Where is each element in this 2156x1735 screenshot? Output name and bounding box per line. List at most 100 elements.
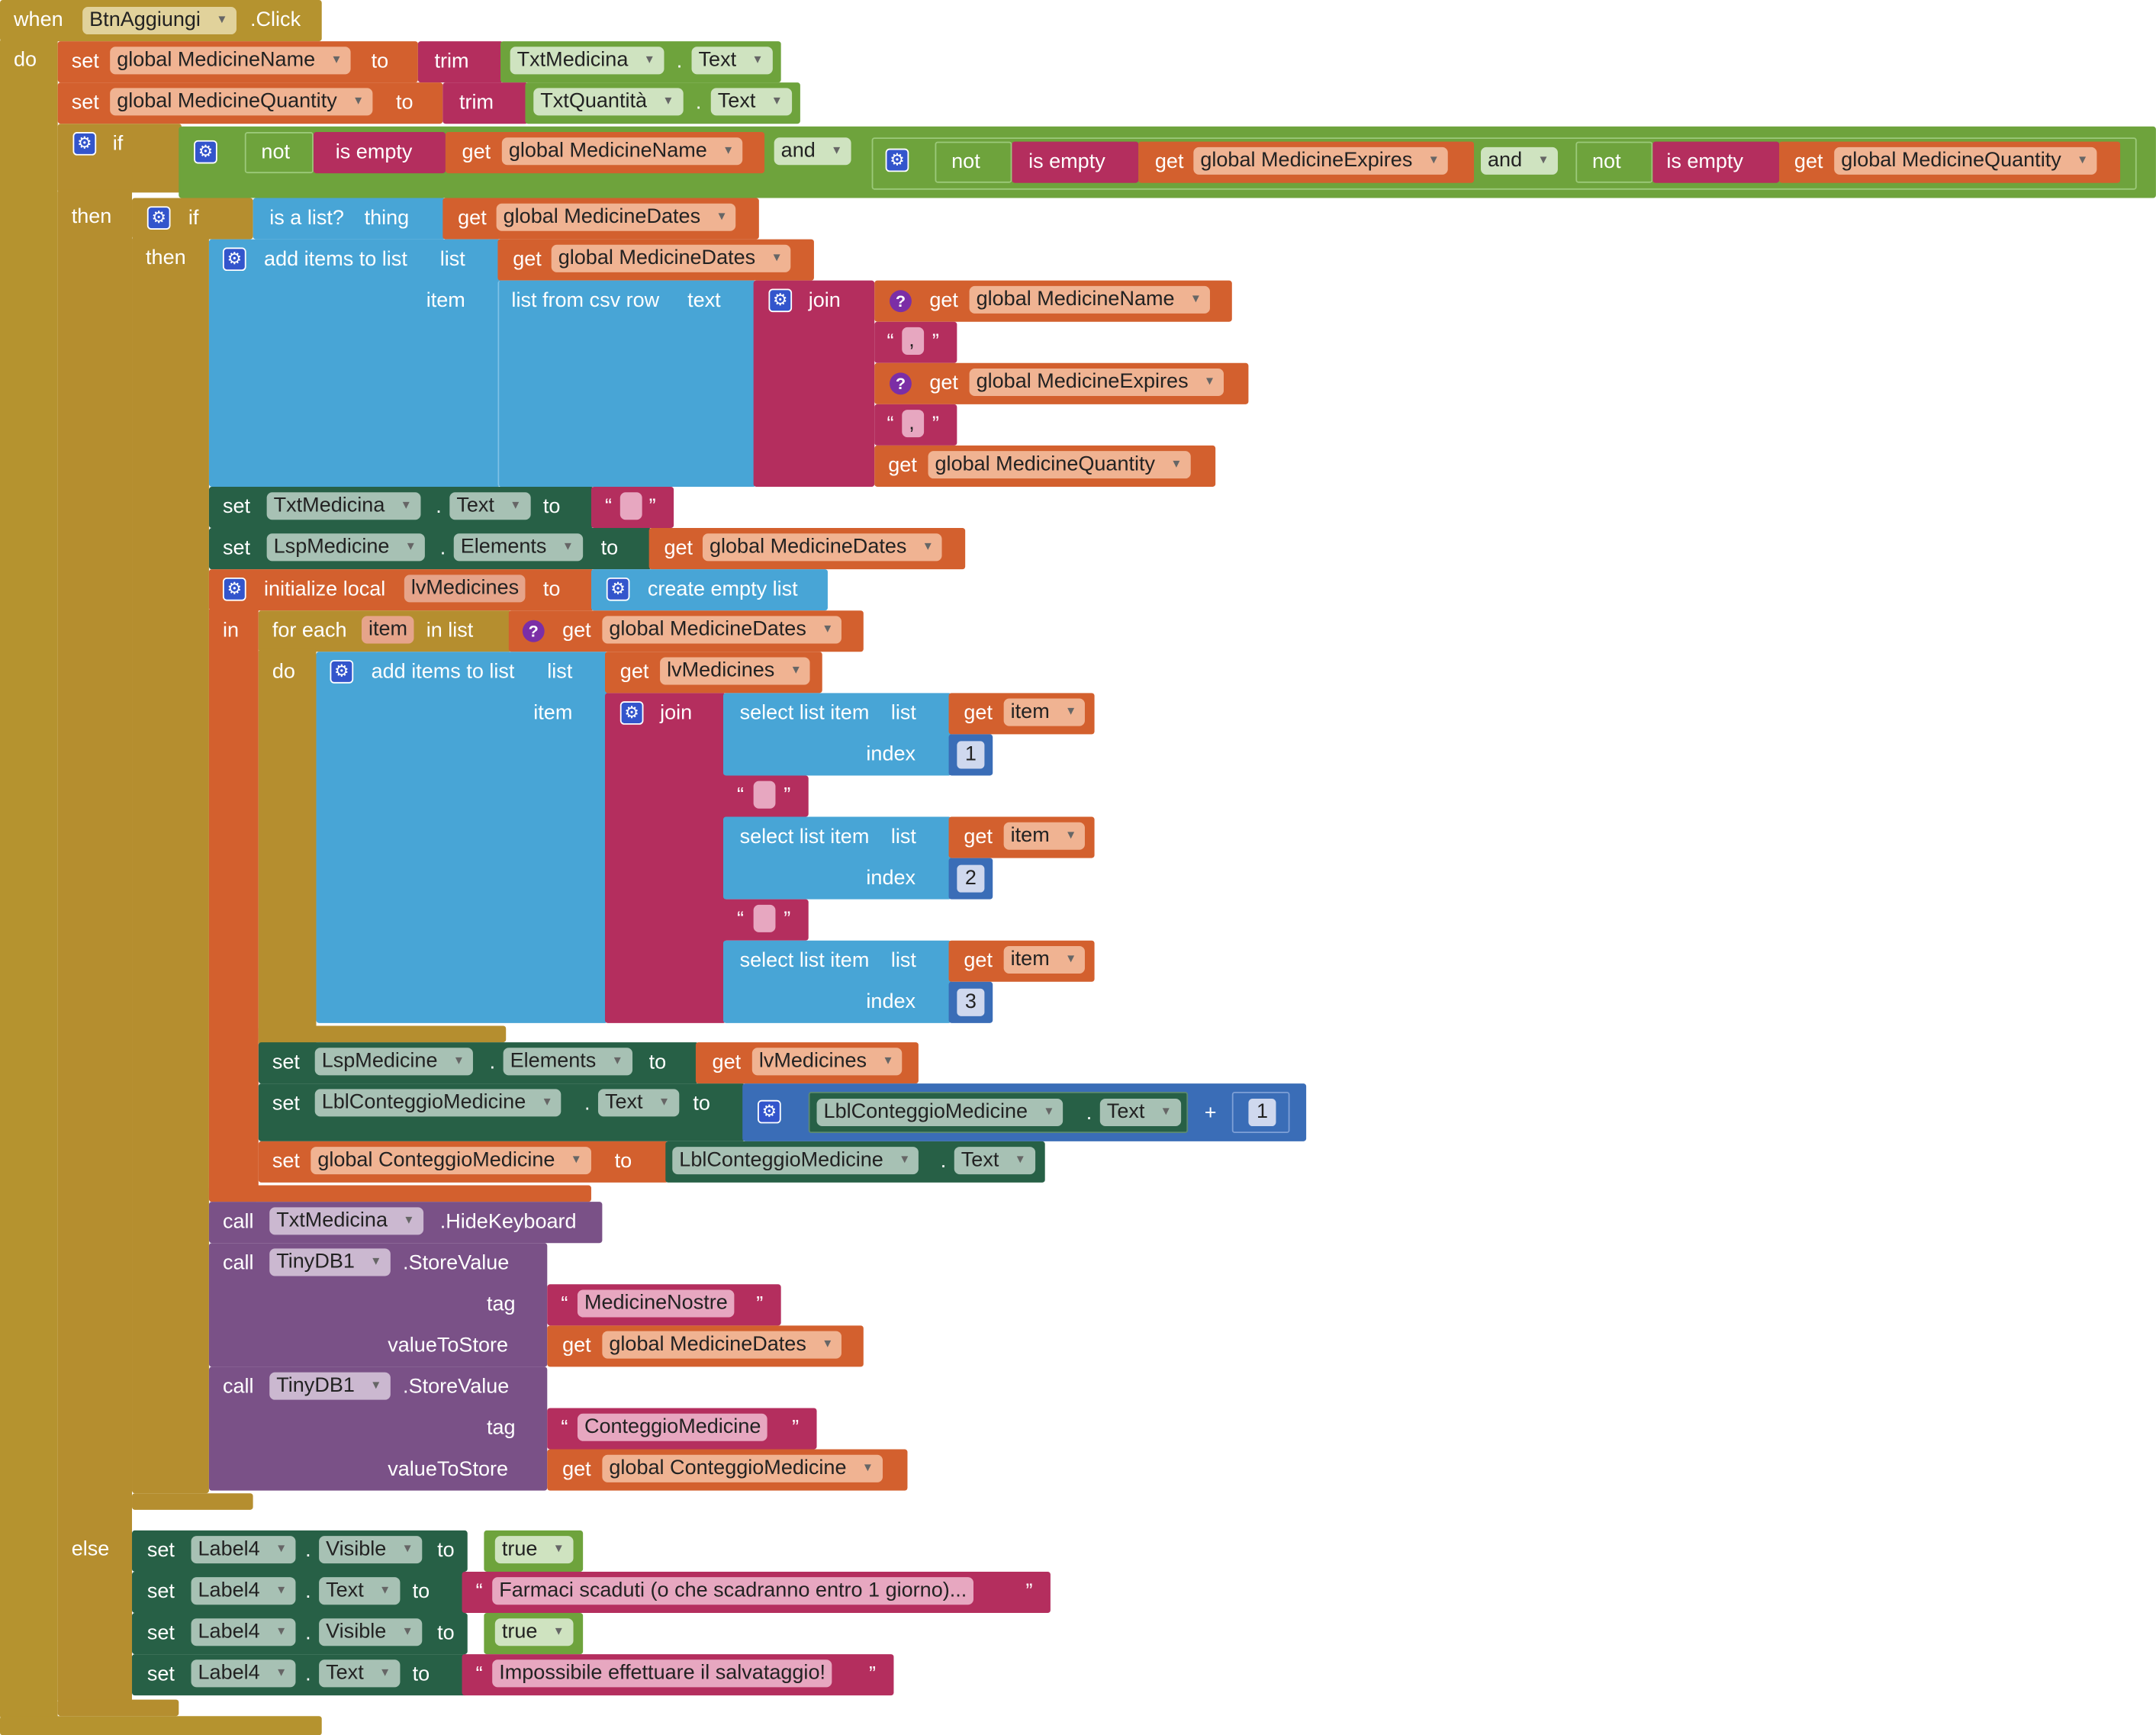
var-dropdown-conteggio[interactable]: global ConteggioMedicine xyxy=(602,1454,883,1482)
mutator-gear-icon[interactable] xyxy=(194,140,217,164)
var-dropdown-medicine-dates[interactable]: global MedicineDates xyxy=(551,244,792,272)
not-block[interactable] xyxy=(1575,141,1653,183)
set-label4-text-block[interactable] xyxy=(132,1571,468,1614)
component-dropdown-label4[interactable]: Label4 xyxy=(191,1577,296,1605)
trim-block[interactable] xyxy=(442,82,529,124)
mutator-gear-icon[interactable] xyxy=(72,132,97,156)
component-dropdown-lspmedicine[interactable]: LspMedicine xyxy=(314,1048,474,1076)
prop-dropdown-elements[interactable]: Elements xyxy=(503,1048,632,1076)
var-dropdown-lvmedicines[interactable]: lvMedicines xyxy=(751,1048,903,1076)
var-dropdown-medicine-quantity[interactable]: global MedicineQuantity xyxy=(1834,146,2097,175)
operator-dropdown-and[interactable]: and xyxy=(774,137,851,166)
var-dropdown-medicine-dates[interactable]: global MedicineDates xyxy=(496,203,736,231)
is-empty-block[interactable] xyxy=(1012,141,1139,183)
select-list-item-block[interactable] xyxy=(722,816,952,900)
not-block[interactable] xyxy=(244,132,314,174)
var-dropdown-item[interactable]: item xyxy=(1003,945,1086,974)
mutator-gear-icon[interactable] xyxy=(885,148,909,172)
var-dropdown-medicine-quantity[interactable]: global MedicineQuantity xyxy=(110,88,373,116)
component-dropdown-txtmedicina[interactable]: TxtMedicina xyxy=(269,1207,423,1235)
create-empty-list-block[interactable] xyxy=(590,569,828,611)
not-block[interactable] xyxy=(935,141,1012,183)
number-value-1[interactable]: 1 xyxy=(1248,1098,1276,1127)
select-list-item-block[interactable] xyxy=(722,940,952,1023)
prop-dropdown-text[interactable]: Text xyxy=(449,492,530,520)
component-dropdown-txtquantita[interactable]: TxtQuantità xyxy=(533,88,683,116)
number-value-1[interactable]: 1 xyxy=(957,741,985,769)
string-value-comma[interactable]: , xyxy=(902,327,925,355)
warning-question-icon[interactable]: ? xyxy=(890,290,912,313)
list-from-csv-row-block[interactable] xyxy=(497,280,757,487)
string-value-empty[interactable] xyxy=(753,781,776,809)
prop-dropdown-text[interactable]: Text xyxy=(1099,1098,1181,1127)
component-dropdown-label4[interactable]: Label4 xyxy=(191,1659,296,1688)
var-dropdown-item[interactable]: item xyxy=(1003,698,1086,726)
warning-question-icon[interactable]: ? xyxy=(522,620,545,642)
string-value-tag[interactable]: MedicineNostre xyxy=(577,1289,735,1318)
prop-dropdown-text[interactable]: Text xyxy=(710,88,792,116)
component-dropdown-txtmedicina[interactable]: TxtMedicina xyxy=(510,47,664,75)
select-list-item-block[interactable] xyxy=(722,693,952,776)
mutator-gear-icon[interactable] xyxy=(222,247,246,272)
var-dropdown-medicine-dates[interactable]: global MedicineDates xyxy=(602,1331,842,1359)
prop-dropdown-text[interactable]: Text xyxy=(691,47,772,75)
component-dropdown-tinydb[interactable]: TinyDB1 xyxy=(269,1372,391,1400)
trim-block[interactable] xyxy=(417,41,504,83)
prop-dropdown-text[interactable]: Text xyxy=(597,1089,679,1117)
mutator-gear-icon[interactable] xyxy=(330,660,354,684)
component-dropdown-label4[interactable]: Label4 xyxy=(191,1618,296,1646)
component-dropdown-lspmedicine[interactable]: LspMedicine xyxy=(266,533,426,562)
var-dropdown-medicine-dates[interactable]: global MedicineDates xyxy=(702,533,943,562)
number-value-2[interactable]: 2 xyxy=(957,864,985,893)
operator-dropdown-and[interactable]: and xyxy=(1481,146,1558,175)
is-empty-block[interactable] xyxy=(1652,141,1780,183)
join-block[interactable] xyxy=(604,693,726,1023)
warning-question-icon[interactable]: ? xyxy=(890,372,912,395)
var-dropdown-medicine-name[interactable]: global MedicineName xyxy=(501,137,743,166)
component-dropdown-lblconteggio[interactable]: LblConteggioMedicine xyxy=(314,1089,562,1117)
prop-dropdown-visible[interactable]: Visible xyxy=(319,1536,423,1564)
string-value-tag[interactable]: ConteggioMedicine xyxy=(577,1413,768,1441)
local-var-name-field[interactable]: lvMedicines xyxy=(404,575,526,603)
mutator-gear-icon[interactable] xyxy=(768,288,793,313)
mutator-gear-icon[interactable] xyxy=(619,701,644,725)
prop-dropdown-text[interactable]: Text xyxy=(319,1577,400,1605)
mutator-gear-icon[interactable] xyxy=(606,577,630,601)
boolean-dropdown-true[interactable]: true xyxy=(494,1536,574,1564)
mutator-gear-icon[interactable] xyxy=(222,577,246,601)
var-dropdown-medicine-expires[interactable]: global MedicineExpires xyxy=(1193,146,1449,175)
component-dropdown-btnaggiungi[interactable]: BtnAggiungi xyxy=(82,7,237,35)
var-dropdown-medicine-dates[interactable]: global MedicineDates xyxy=(602,616,842,644)
component-dropdown-label4[interactable]: Label4 xyxy=(191,1536,296,1564)
var-dropdown-lvmedicines[interactable]: lvMedicines xyxy=(660,657,811,685)
prop-dropdown-elements[interactable]: Elements xyxy=(453,533,583,562)
var-dropdown-medicine-expires[interactable]: global MedicineExpires xyxy=(969,369,1224,397)
var-dropdown-medicine-name[interactable]: global MedicineName xyxy=(969,285,1211,314)
is-a-list-block[interactable] xyxy=(253,198,446,240)
set-label4-text-block[interactable] xyxy=(132,1654,468,1696)
string-value-message[interactable]: Impossibile effettuare il salvataggio! xyxy=(492,1659,833,1688)
mutator-gear-icon[interactable] xyxy=(758,1099,781,1124)
component-dropdown-lblconteggio[interactable]: LblConteggioMedicine xyxy=(816,1098,1064,1127)
string-value-message[interactable]: Farmaci scaduti (o che scadranno entro 1… xyxy=(492,1577,974,1605)
component-dropdown-txtmedicina[interactable]: TxtMedicina xyxy=(266,492,421,520)
string-value-empty[interactable] xyxy=(753,904,776,932)
component-dropdown-tinydb[interactable]: TinyDB1 xyxy=(269,1248,391,1276)
join-block[interactable] xyxy=(753,280,875,487)
boolean-dropdown-true[interactable]: true xyxy=(494,1618,574,1646)
mutator-gear-icon[interactable] xyxy=(146,206,171,230)
var-dropdown-item[interactable]: item xyxy=(1003,822,1086,850)
is-empty-block[interactable] xyxy=(313,132,446,174)
var-dropdown-conteggio[interactable]: global ConteggioMedicine xyxy=(311,1147,591,1175)
prop-dropdown-visible[interactable]: Visible xyxy=(319,1618,423,1646)
component-dropdown-lblconteggio[interactable]: LblConteggioMedicine xyxy=(672,1147,919,1175)
var-dropdown-medicine-quantity[interactable]: global MedicineQuantity xyxy=(928,451,1191,479)
string-value-comma[interactable]: , xyxy=(902,410,925,438)
add-items-to-list-block[interactable] xyxy=(316,652,608,1023)
add-items-to-list-block[interactable] xyxy=(208,239,501,487)
string-value-empty[interactable] xyxy=(619,492,642,520)
prop-dropdown-text[interactable]: Text xyxy=(319,1659,400,1688)
loop-var-name-field[interactable]: item xyxy=(361,616,415,644)
initialize-local-block[interactable] xyxy=(208,569,594,611)
